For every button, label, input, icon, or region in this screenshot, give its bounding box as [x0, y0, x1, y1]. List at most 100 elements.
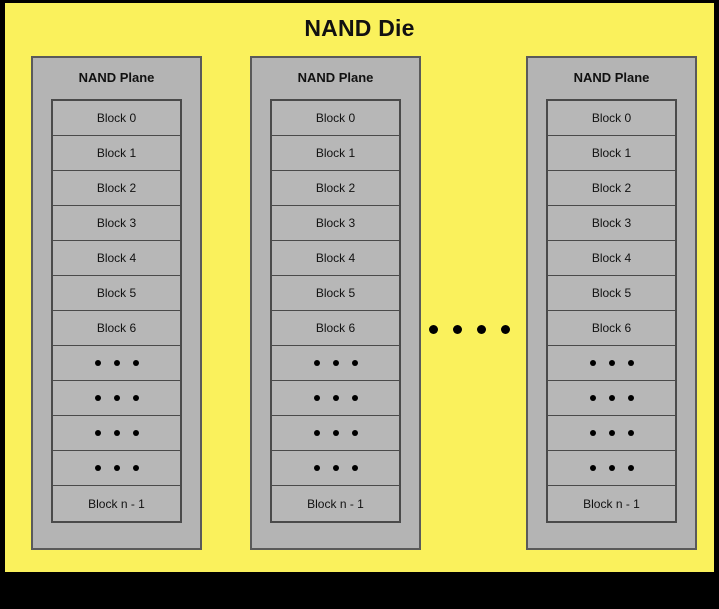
dot-icon — [351, 395, 358, 401]
block-label: Block 6 — [315, 321, 356, 335]
block-row: Block 2 — [272, 171, 399, 206]
block-row: Block 3 — [272, 206, 399, 241]
block-row: Block 5 — [272, 276, 399, 311]
block-label: Block 6 — [96, 321, 137, 335]
dot-icon — [313, 395, 320, 401]
dot-icon — [94, 360, 101, 366]
nand-plane-1-title: NAND Plane — [297, 70, 374, 85]
dot-icon — [429, 325, 438, 334]
block-ellipsis-icon — [313, 395, 358, 401]
block-label: Block 0 — [96, 111, 137, 125]
dot-icon — [627, 430, 634, 436]
block-row: Block 5 — [53, 276, 180, 311]
block-ellipsis-icon — [313, 360, 358, 366]
dot-icon — [477, 325, 486, 334]
dot-icon — [627, 360, 634, 366]
block-row: Block 4 — [272, 241, 399, 276]
plane-continuation-ellipsis-icon — [429, 325, 510, 334]
block-row — [53, 416, 180, 451]
block-label: Block n - 1 — [88, 496, 145, 511]
block-row: Block 4 — [53, 241, 180, 276]
block-ellipsis-icon — [589, 430, 634, 436]
nand-plane-0-title: NAND Plane — [78, 70, 155, 85]
dot-icon — [113, 360, 120, 366]
block-ellipsis-icon — [589, 360, 634, 366]
block-row: Block n - 1 — [272, 486, 399, 521]
block-label: Block 5 — [591, 286, 632, 300]
block-row — [53, 451, 180, 486]
block-row: Block 4 — [548, 241, 675, 276]
block-row: Block 6 — [272, 311, 399, 346]
dot-icon — [113, 465, 120, 471]
block-row: Block 3 — [53, 206, 180, 241]
block-ellipsis-icon — [94, 465, 139, 471]
dot-icon — [113, 395, 120, 401]
block-row — [548, 381, 675, 416]
block-list-2: Block 0 Block 1 Block 2 Block 3 Block 4 Block… — [546, 99, 677, 523]
dot-icon — [132, 430, 139, 436]
block-label: Block 4 — [96, 251, 137, 265]
block-row — [272, 381, 399, 416]
block-ellipsis-icon — [94, 430, 139, 436]
block-row: Block 5 — [548, 276, 675, 311]
block-row: Block 2 — [548, 171, 675, 206]
block-label: Block 3 — [315, 216, 356, 230]
block-label: Block 1 — [591, 146, 632, 160]
block-ellipsis-icon — [589, 395, 634, 401]
dot-icon — [627, 395, 634, 401]
block-row: Block 2 — [53, 171, 180, 206]
block-ellipsis-icon — [94, 360, 139, 366]
dot-icon — [589, 430, 596, 436]
dot-icon — [332, 465, 339, 471]
block-row: Block n - 1 — [53, 486, 180, 521]
dot-icon — [351, 360, 358, 366]
block-list-0: Block 0 Block 1 Block 2 Block 3 Block 4 Block… — [51, 99, 182, 523]
block-label: Block 1 — [96, 146, 137, 160]
block-label: Block 0 — [315, 111, 356, 125]
block-label: Block 4 — [591, 251, 632, 265]
dot-icon — [351, 430, 358, 436]
block-row: Block 0 — [272, 101, 399, 136]
block-row — [53, 346, 180, 381]
dot-icon — [332, 395, 339, 401]
dot-icon — [313, 465, 320, 471]
block-row: Block 0 — [548, 101, 675, 136]
block-row: Block 1 — [53, 136, 180, 171]
block-row: Block 6 — [53, 311, 180, 346]
dot-icon — [608, 360, 615, 366]
dot-icon — [608, 465, 615, 471]
block-row: Block 0 — [53, 101, 180, 136]
block-row — [53, 381, 180, 416]
dot-icon — [132, 395, 139, 401]
dot-icon — [332, 360, 339, 366]
block-label: Block 4 — [315, 251, 356, 265]
block-label: Block 2 — [591, 181, 632, 195]
block-row: Block n - 1 — [548, 486, 675, 521]
block-label: Block 3 — [591, 216, 632, 230]
dot-icon — [313, 360, 320, 366]
dot-icon — [453, 325, 462, 334]
dot-icon — [313, 430, 320, 436]
dot-icon — [94, 430, 101, 436]
block-label: Block 3 — [96, 216, 137, 230]
dot-icon — [351, 465, 358, 471]
block-ellipsis-icon — [589, 465, 634, 471]
block-row — [272, 416, 399, 451]
dot-icon — [608, 430, 615, 436]
block-row: Block 3 — [548, 206, 675, 241]
block-ellipsis-icon — [94, 395, 139, 401]
block-ellipsis-icon — [313, 465, 358, 471]
block-label: Block 2 — [96, 181, 137, 195]
block-label: Block 0 — [591, 111, 632, 125]
dot-icon — [94, 465, 101, 471]
dot-icon — [627, 465, 634, 471]
block-row — [548, 416, 675, 451]
dot-icon — [113, 430, 120, 436]
block-row — [548, 346, 675, 381]
